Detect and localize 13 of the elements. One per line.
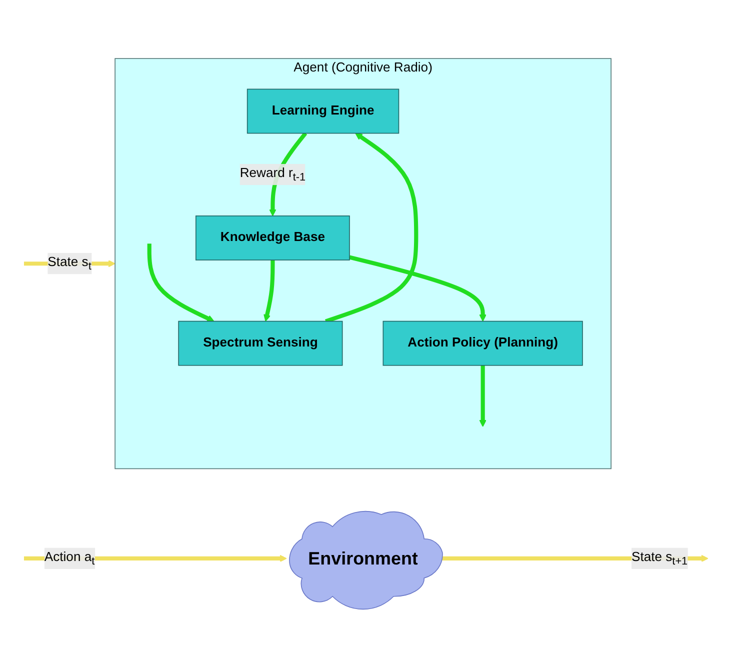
edge-label: State s$_{t+1}$ — [631, 550, 688, 567]
edge-label: Reward r$_{t-1}$ — [240, 166, 306, 183]
edge-label: Action a$_{t}$ — [44, 550, 95, 567]
node-box: Knowledge Base — [196, 216, 350, 261]
arrow — [349, 255, 486, 322]
edge-label: State s$_{t}$ — [48, 256, 92, 272]
arrow — [479, 366, 486, 428]
arrow — [147, 244, 214, 322]
arrow — [324, 133, 418, 324]
node-box: Learning Engine — [246, 88, 400, 134]
arrow — [264, 260, 275, 322]
node-box: Spectrum Sensing — [178, 320, 343, 366]
node-box: Action Policy (Planning) — [382, 320, 583, 366]
